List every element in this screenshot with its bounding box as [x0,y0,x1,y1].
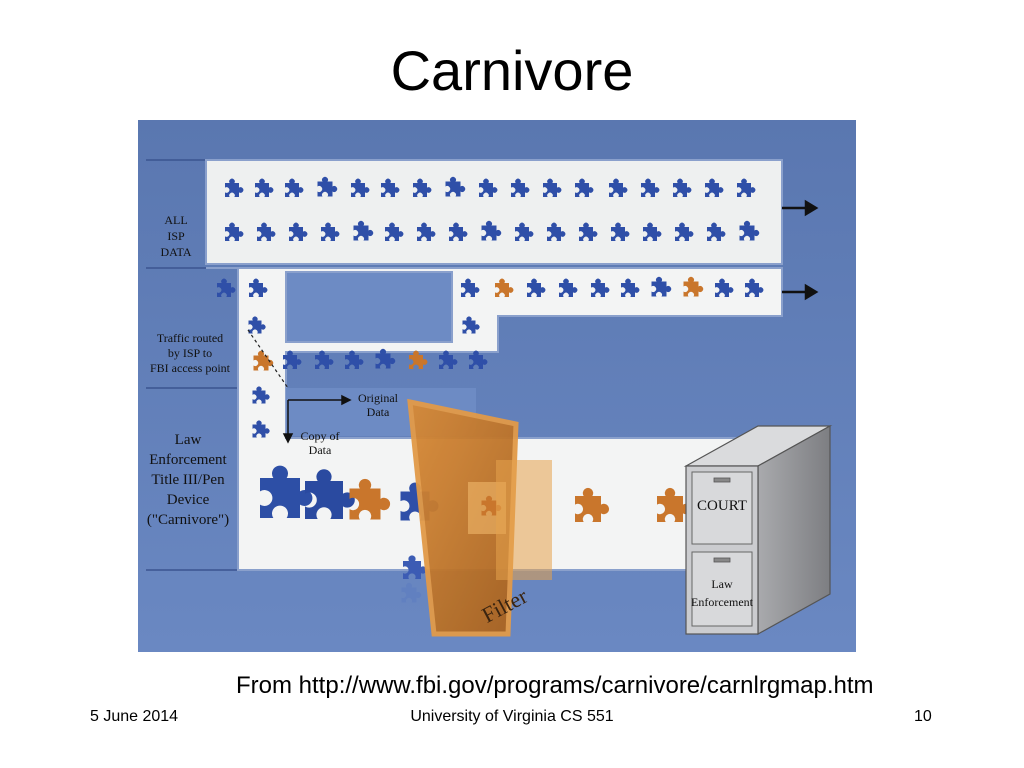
label-original-data: Data [367,405,390,419]
label-isp: ISP [167,229,185,243]
label-original: Original [358,391,399,405]
label-traffic-routed: Traffic routed [157,331,223,345]
label-title-iii-pen: Title III/Pen [151,472,225,488]
label-copy-of: Copy of [301,429,340,443]
source-citation: From http://www.fbi.gov/programs/carnivo… [236,672,874,699]
label-device: Device [167,492,210,508]
carnivore-diagram: ALL ISP DATA Traffic routed by ISP to FB… [138,120,856,652]
filter-panel [407,398,552,637]
label-data: DATA [160,245,191,259]
label-cabinet-law: Law [711,577,733,591]
footer-course: University of Virginia CS 551 [410,708,614,725]
label-carnivore: ("Carnivore") [147,512,229,528]
label-cabinet-enforcement: Enforcement [691,595,754,609]
label-law: Law [175,432,202,448]
label-fbi-access-point: FBI access point [150,361,231,375]
slide-title: Carnivore [390,39,634,102]
footer-date: 5 June 2014 [90,708,179,725]
footer-page-number: 10 [914,708,932,725]
label-all: ALL [164,213,187,227]
label-enforcement: Enforcement [149,452,227,468]
outgoing-arrows [782,199,819,301]
court-file-cabinet [683,424,833,636]
label-by-isp-to: by ISP to [168,346,212,360]
copy-original-arrows [282,394,352,444]
label-copy-data: Data [309,443,332,457]
label-court: COURT [697,498,747,514]
